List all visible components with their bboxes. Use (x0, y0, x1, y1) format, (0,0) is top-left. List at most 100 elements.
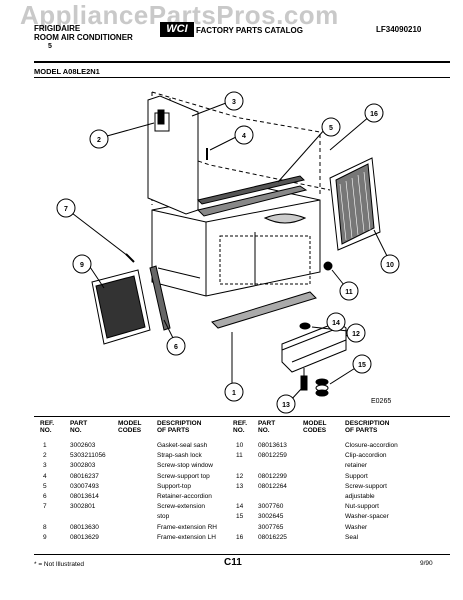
callout-label-14: 14 (332, 320, 340, 327)
callout-16 (364, 103, 384, 123)
table-cell-part: 08013614 (70, 493, 99, 500)
header-rule (34, 61, 450, 63)
table-cell-desc: Closure-accordion (345, 442, 398, 449)
callout-label-2: 2 (97, 137, 101, 144)
table-cell-desc: Support-top (157, 482, 191, 490)
callout-label-11: 11 (345, 289, 353, 296)
col-model-right: MODEL CODES (303, 420, 327, 434)
brand-name: FRIGIDAIRE (34, 24, 81, 33)
table-cell-ref: 8 (43, 523, 47, 531)
callout-label-12: 12 (352, 331, 360, 338)
callout-label-7: 7 (64, 206, 68, 213)
figure-code: E0265 (371, 398, 392, 405)
table-cell-desc: stop (157, 513, 170, 521)
brand-logo: WCI (160, 22, 194, 37)
callout-label-13: 13 (282, 402, 290, 409)
table-cell-ref: 1 (43, 442, 47, 449)
cabinet-opening (219, 235, 311, 285)
table-cell-part: 08012259 (258, 452, 287, 460)
product-name: ROOM AIR CONDITIONER (34, 33, 133, 42)
table-cell-part: 3007765 (258, 523, 284, 531)
table-cell-desc: Frame-extension RH (157, 523, 217, 531)
callout-2 (89, 129, 109, 149)
callout-label-16: 16 (370, 111, 378, 118)
callout-label-1: 1 (232, 390, 236, 397)
col-desc-left: DESCRIPTION OF PARTS (157, 420, 202, 434)
table-cell-ref: 16 (236, 533, 244, 541)
table-cell-desc: retainer (345, 462, 368, 470)
table-cell-ref: 2 (43, 452, 47, 460)
table-cell-ref: 4 (43, 472, 47, 480)
table-cell-part: 3002645 (258, 513, 284, 521)
table-cell-desc: adjustable (345, 493, 375, 500)
table-cell-ref: 13 (236, 482, 244, 490)
callout-10 (380, 254, 400, 274)
table-cell-ref: 10 (236, 442, 244, 449)
callout-label-9: 9 (80, 262, 84, 269)
table-cell-part: 08013630 (70, 523, 99, 531)
doc-number: LF34090210 (376, 25, 422, 34)
callout-15 (352, 354, 372, 374)
table-cell-part: 08012299 (258, 472, 287, 480)
callout-6 (166, 336, 186, 356)
table-cell-ref: 12 (236, 472, 244, 480)
table-cell-desc: Retainer-accordion (157, 493, 212, 500)
table-cell-part: 03007493 (70, 482, 99, 490)
table-cell-ref: 9 (43, 533, 47, 541)
callout-14 (326, 312, 346, 332)
callout-label-3: 3 (232, 99, 236, 106)
page-number: C11 (224, 557, 242, 568)
table-cell-desc: Gasket-seal sash (157, 442, 208, 449)
catalog-title: FACTORY PARTS CATALOG (196, 26, 303, 35)
col-ref-left: REF. NO. (40, 420, 55, 434)
table-cell-part: 08012264 (258, 482, 287, 490)
table-cell-ref: 3 (43, 462, 47, 470)
table-cell-part: 08016225 (258, 533, 287, 541)
table-cell-desc: Clip-accordion (345, 452, 387, 460)
table-cell-ref: 15 (236, 513, 244, 521)
callout-label-6: 6 (174, 344, 178, 351)
table-bottom-rule (34, 554, 450, 555)
table-cell-ref: 7 (43, 503, 47, 511)
callout-12 (346, 323, 366, 343)
table-cell-desc: Nut-support (345, 503, 379, 511)
table-top-rule (34, 416, 450, 417)
table-cell-part: 3002603 (70, 442, 96, 449)
callout-7 (56, 198, 76, 218)
callout-label-4: 4 (242, 133, 246, 140)
table-cell-part: 5303211056 (70, 452, 106, 460)
table-cell-desc: Washer (345, 523, 368, 531)
header-mark: 5 (48, 43, 52, 50)
callout-label-15: 15 (358, 362, 366, 369)
model-rule (34, 77, 450, 78)
table-cell-desc: Seal (345, 533, 359, 541)
table-cell-ref: 14 (236, 503, 244, 511)
table-cell-desc: Screw-support (345, 482, 387, 490)
table-cell-part: 08013613 (258, 442, 287, 449)
col-model-left: MODEL CODES (118, 420, 142, 434)
callout-label-5: 5 (329, 125, 333, 132)
table-cell-ref: 6 (43, 493, 47, 500)
table-cell-part: 08016237 (70, 472, 99, 480)
col-part-right: PART NO. (258, 420, 276, 434)
callout-3 (224, 91, 244, 111)
table-cell-part: 08013629 (70, 533, 99, 541)
table-cell-desc: Screw-stop window (157, 462, 213, 470)
callout-5 (321, 117, 341, 137)
table-cell-desc: Screw-extension (157, 503, 206, 511)
callout-1 (224, 382, 244, 402)
table-cell-desc: Frame-extension LH (157, 533, 216, 541)
table-cell-part: 3007760 (258, 503, 284, 511)
col-ref-right: REF. NO. (233, 420, 248, 434)
table-cell-desc: Strap-sash lock (157, 452, 202, 460)
table-cell-part: 3002803 (70, 462, 96, 470)
col-desc-right: DESCRIPTION OF PARTS (345, 420, 390, 434)
footnote: * = Not Illustrated (34, 561, 85, 568)
callout-9 (72, 254, 92, 274)
table-cell-ref: 5 (43, 482, 47, 490)
table-cell-desc: Washer-spacer (345, 513, 389, 521)
callout-label-10: 10 (386, 262, 394, 269)
revision-date: 9/90 (420, 560, 433, 567)
